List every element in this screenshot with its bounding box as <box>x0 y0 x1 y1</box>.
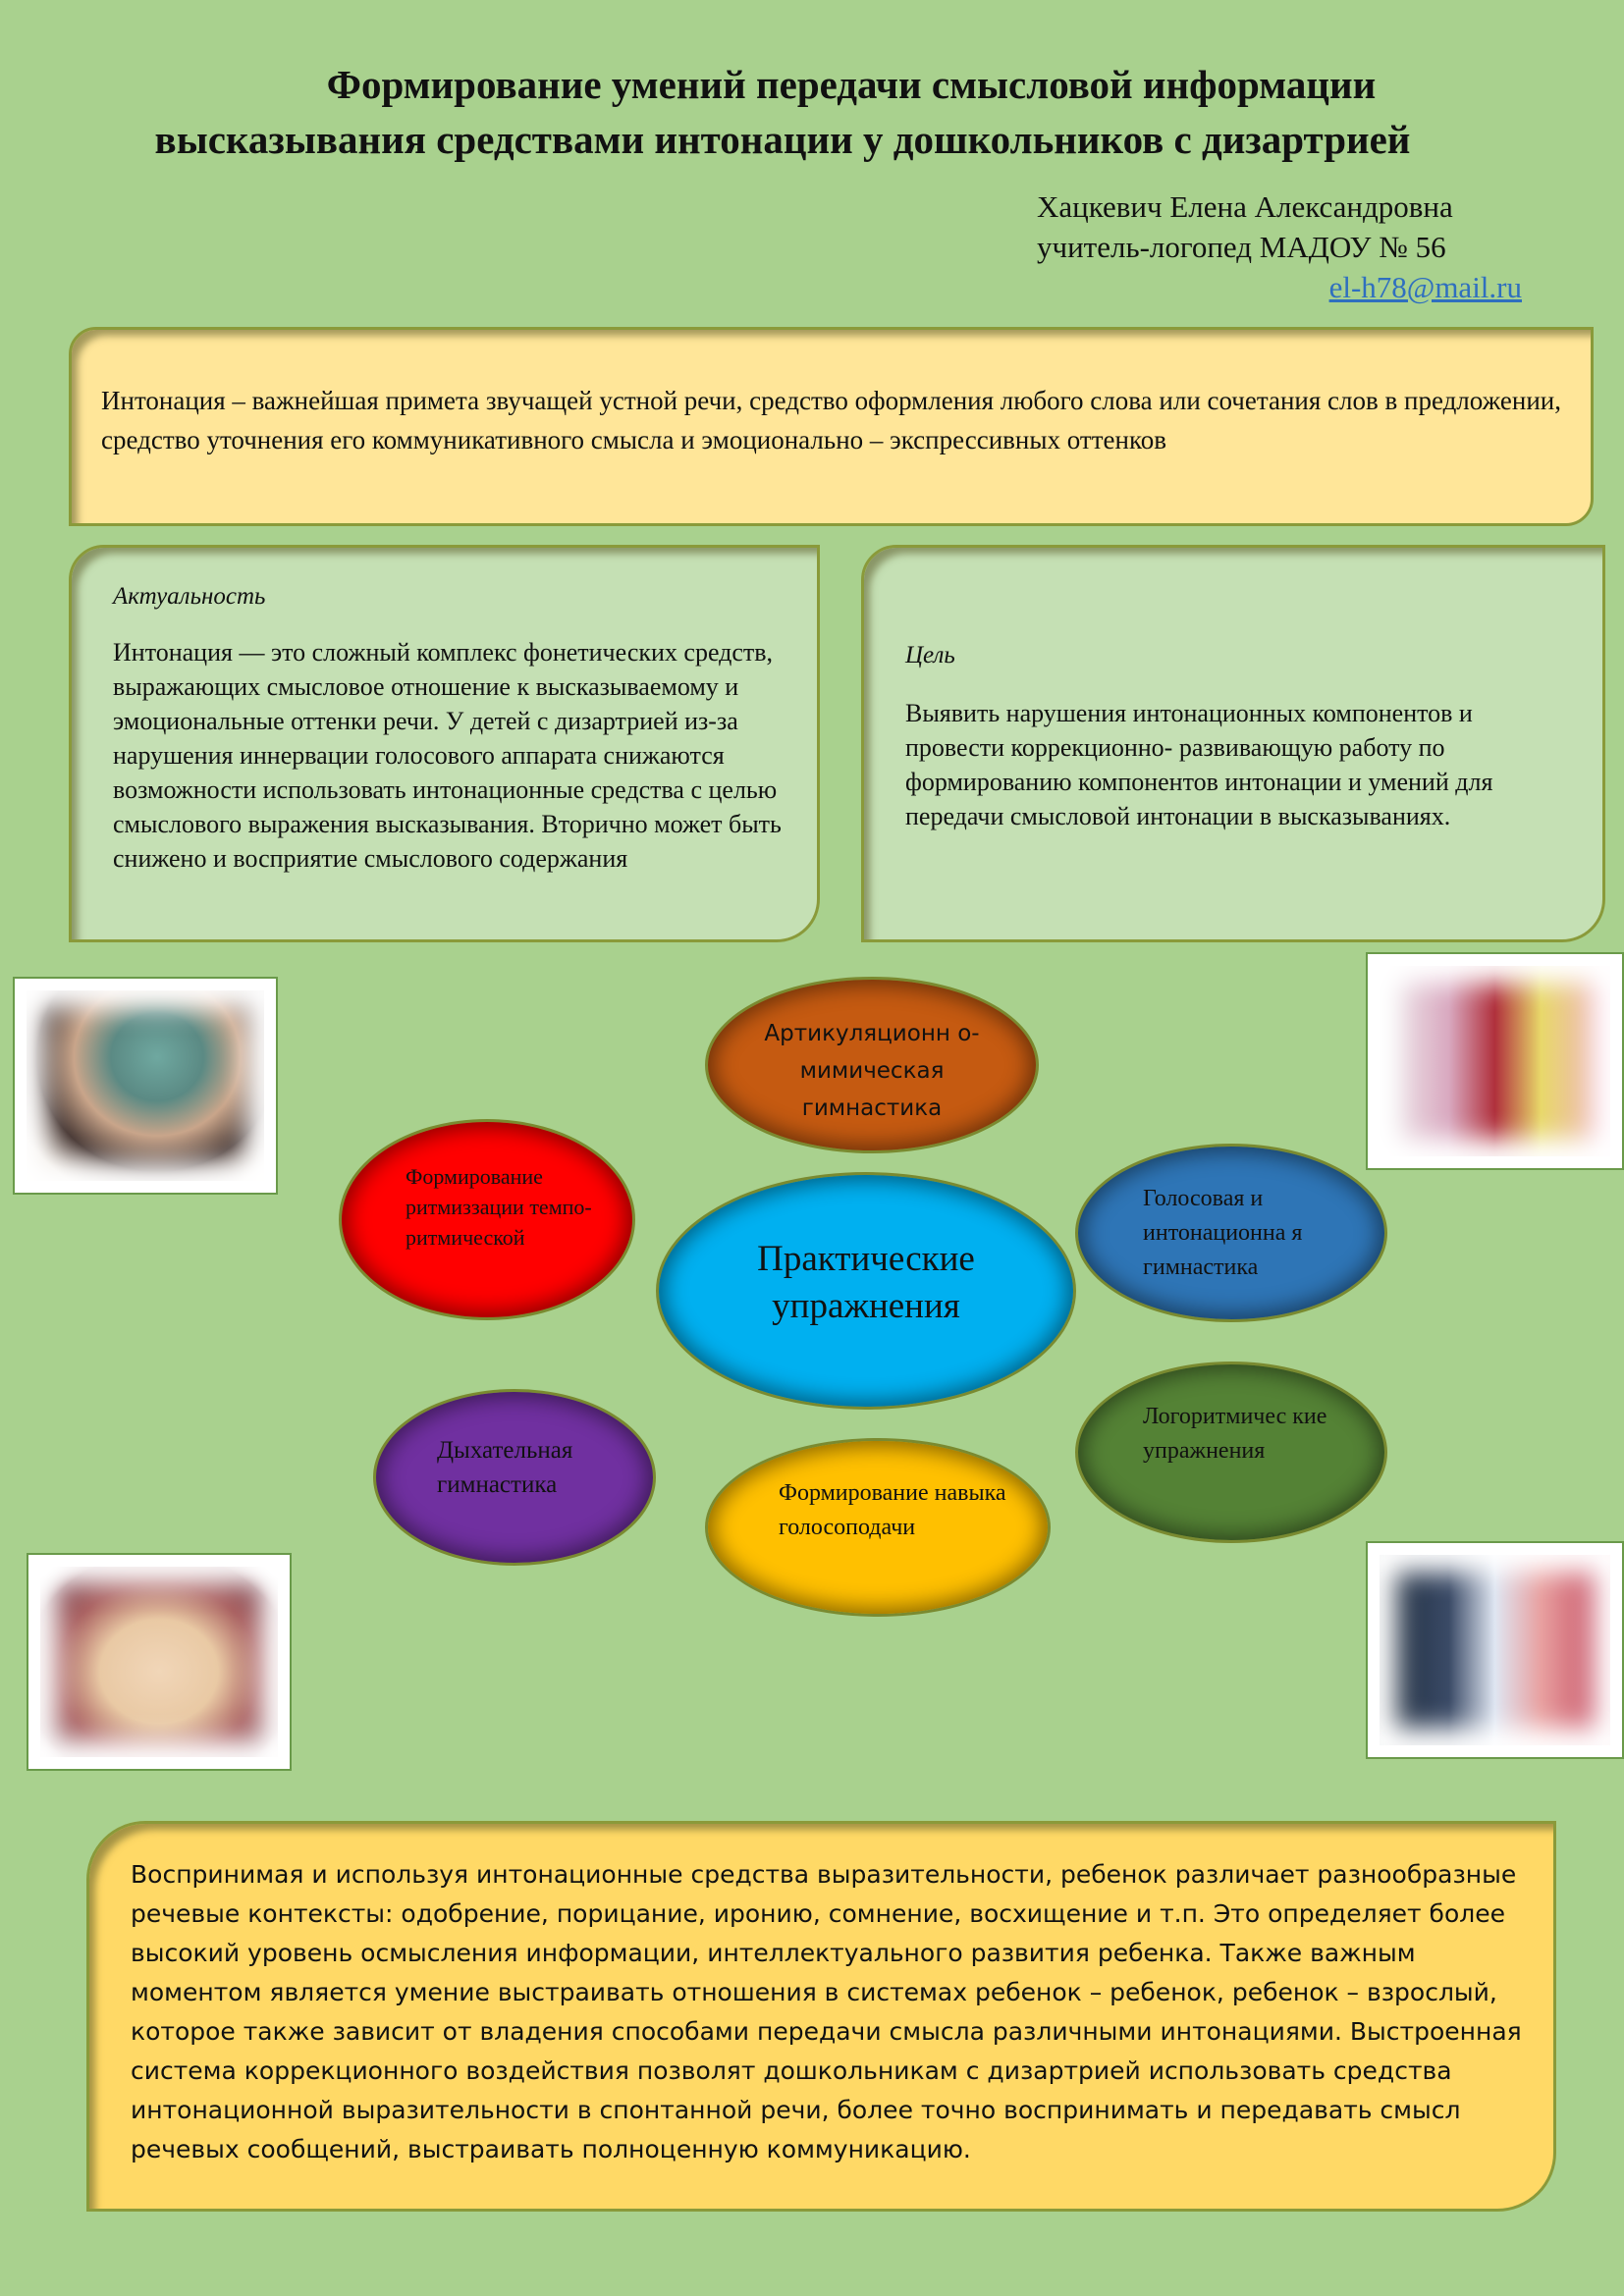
relevance-heading: Актуальность <box>113 583 266 610</box>
photo-girl-face <box>27 1553 292 1771</box>
rhythm-ellipse: Формирование ритмиззации темпо- ритмичес… <box>339 1119 635 1320</box>
voice-production-ellipse: Формирование навыка голосоподачи <box>705 1438 1051 1617</box>
conclusion-box: Воспринимая и используя интонационные ср… <box>86 1821 1556 2212</box>
goal-text: Выявить нарушения интонационных компонен… <box>905 699 1493 830</box>
rhythm-label: Формирование ритмиззации темпо- ритмичес… <box>406 1164 592 1250</box>
photo-image <box>1380 1555 1610 1745</box>
intro-text: Интонация – важнейшая примета звучащей у… <box>101 386 1561 454</box>
author-block: Хацкевич Елена Александровна учитель-лог… <box>1037 187 1547 307</box>
goal-heading: Цель <box>905 642 955 668</box>
photo-children-playing <box>1366 952 1624 1170</box>
articulation-label: Артикуляционн о-мимическая гимнастика <box>764 1021 980 1121</box>
author-name: Хацкевич Елена Александровна <box>1037 189 1453 224</box>
voice-production-label: Формирование навыка голосоподачи <box>779 1480 1006 1540</box>
intro-box: Интонация – важнейшая примета звучащей у… <box>69 327 1594 526</box>
center-label: Практические упражнения <box>757 1239 975 1326</box>
logorhythmic-ellipse: Логоритмичес кие упражнения <box>1075 1362 1387 1543</box>
title-line-1: Формирование умений передачи смысловой и… <box>326 62 1377 107</box>
relevance-text: Интонация — это сложный комплекс фонетич… <box>113 638 782 873</box>
breathing-label: Дыхательная гимнастика <box>437 1437 573 1498</box>
voice-ellipse: Голосовая и интонационна я гимнастика <box>1075 1144 1387 1322</box>
page-title: Формирование умений передачи смысловой и… <box>0 57 1624 167</box>
photo-teacher-with-child <box>13 977 278 1195</box>
title-line-2: высказывания средствами интонации у дошк… <box>154 117 1411 162</box>
goal-box: Цель Выявить нарушения интонационных ком… <box>861 545 1605 942</box>
articulation-ellipse: Артикуляционн о-мимическая гимнастика <box>705 977 1039 1153</box>
author-email-link[interactable]: el-h78@mail.ru <box>1328 270 1522 304</box>
breathing-ellipse: Дыхательная гимнастика <box>373 1389 656 1566</box>
photo-image <box>40 1567 278 1757</box>
relevance-box: Актуальность Интонация — это сложный ком… <box>69 545 820 942</box>
logorhythmic-label: Логоритмичес кие упражнения <box>1143 1404 1327 1464</box>
author-position: учитель-логопед МАДОУ № 56 <box>1037 230 1446 264</box>
voice-label: Голосовая и интонационна я гимнастика <box>1143 1186 1303 1280</box>
photo-image <box>1380 966 1610 1156</box>
conclusion-text: Воспринимая и используя интонационные ср… <box>131 1860 1522 2163</box>
center-ellipse: Практические упражнения <box>656 1172 1076 1410</box>
photo-children-exercising <box>1366 1541 1624 1759</box>
photo-image <box>27 990 264 1181</box>
